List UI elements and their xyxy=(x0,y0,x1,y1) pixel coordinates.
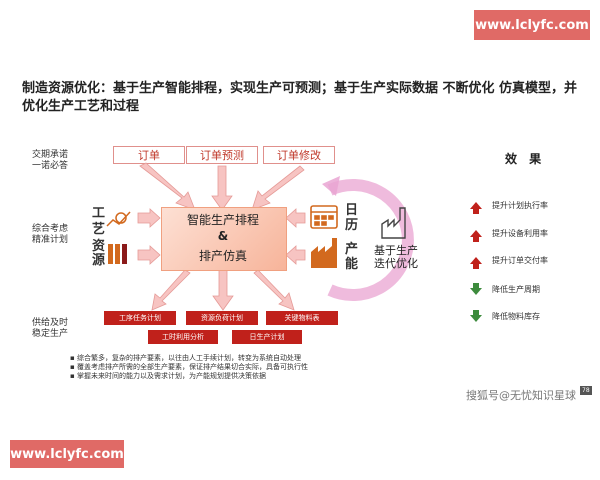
effect-item: 提升计划执行率 xyxy=(470,200,548,214)
calendar-icon xyxy=(310,205,338,229)
output-resource-load: 资源负荷计划 xyxy=(186,311,258,325)
order-arrows xyxy=(139,162,305,211)
side-label-supply: 供给及时 稳定生产 xyxy=(31,318,68,339)
label-resource: 资 源 xyxy=(92,239,106,268)
effects-title: 效 果 xyxy=(505,152,546,166)
side-label-planning: 综合考虑 精准计划 xyxy=(31,224,68,245)
loop-text: 基于生产 迭代优化 xyxy=(374,244,418,270)
arrow-up-icon xyxy=(470,202,482,214)
bullet-list: 综合繁多，复杂的排产要素，以往由人工手续计划，转变为系统自动处理 覆盖考虑排产所… xyxy=(70,354,308,381)
order-box-modify: 订单修改 xyxy=(263,146,335,164)
label-craft: 工 艺 xyxy=(92,206,106,237)
side-label-delivery: 交期承诺 一诺必答 xyxy=(31,150,68,171)
arrow-up-icon xyxy=(470,257,482,269)
watermark-bottom: www.lclyfc.com xyxy=(10,440,124,468)
resource-icon xyxy=(108,244,127,264)
effect-item: 降低物料库存 xyxy=(470,310,540,322)
arrow-down-icon xyxy=(470,283,482,295)
effect-label: 降低物料库存 xyxy=(492,311,540,321)
capacity-icon xyxy=(311,238,337,268)
arrow-down-icon xyxy=(470,310,482,322)
order-box-forecast: 订单预测 xyxy=(186,146,258,164)
arrow-up-icon xyxy=(470,230,482,242)
label-calendar: 日 历 xyxy=(345,203,359,233)
page-number: 78 xyxy=(580,386,592,395)
effect-label: 提升设备利用率 xyxy=(492,229,548,238)
craft-icon xyxy=(106,211,131,227)
watermark-top: www.lclyfc.com xyxy=(474,10,590,40)
effect-item: 提升设备利用率 xyxy=(470,228,548,242)
output-process-plan: 工序任务计划 xyxy=(104,311,176,325)
output-hours-analysis: 工时利用分析 xyxy=(148,330,218,344)
factory-icon xyxy=(381,207,406,239)
bullet-item: 综合繁多，复杂的排产要素，以往由人工手续计划，转变为系统自动处理 xyxy=(70,354,308,363)
output-daily-plan: 日生产计划 xyxy=(232,330,302,344)
input-arrows-left xyxy=(137,208,161,265)
center-line1: 智能生产排程 xyxy=(186,213,259,227)
effect-label: 降低生产周期 xyxy=(492,284,540,294)
slide xyxy=(0,58,600,410)
bullet-item: 覆盖考虑排产所需的全部生产要素，保证排产结果切合实际，具备可执行性 xyxy=(70,363,308,372)
input-arrows-right xyxy=(285,208,306,265)
effect-item: 提升订单交付率 xyxy=(470,255,548,269)
effect-label: 提升计划执行率 xyxy=(492,201,548,210)
effect-item: 降低生产周期 xyxy=(470,283,540,295)
order-box-order: 订单 xyxy=(113,146,185,164)
effect-label: 提升订单交付率 xyxy=(492,256,548,265)
output-arrows xyxy=(151,269,295,311)
label-capacity: 产 能 xyxy=(345,242,359,272)
iteration-loop xyxy=(327,179,414,301)
source-credit: 搜狐号@无忧知识星球 xyxy=(466,389,576,402)
center-scheduling-box xyxy=(161,207,287,271)
bullet-item: 掌握未来时间的能力以及需求计划，为产能规划提供决策依据 xyxy=(70,372,308,381)
center-line2: & xyxy=(217,229,229,243)
slide-title: 制造资源优化：基于生产智能排程，实现生产可预测；基于生产实际数据 不断优化 仿真… xyxy=(22,81,578,114)
center-line3: 排产仿真 xyxy=(198,249,247,263)
output-key-materials: 关键物料表 xyxy=(266,311,338,325)
